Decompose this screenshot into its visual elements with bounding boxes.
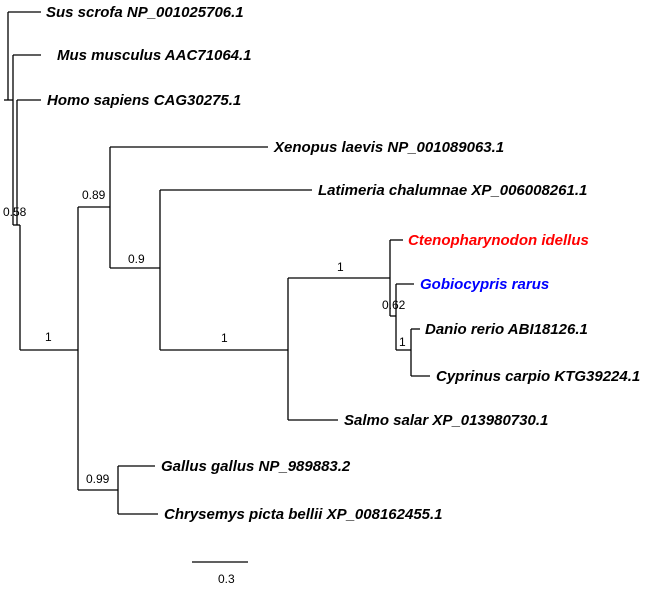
- support-root-clade: 0.58: [3, 205, 27, 219]
- support-amphibian-fish-clade: 0.89: [82, 188, 106, 202]
- tree-branches: [4, 11, 430, 515]
- taxon-label-ctenopharyngodon: Ctenopharynodon idellus: [408, 232, 589, 249]
- support-values: 0.58 1 0.89 0.9 1 1 0.62 1 0.99: [3, 188, 406, 486]
- support-coelacanth-fish-clade: 0.9: [128, 252, 145, 266]
- taxon-label-mus: Mus musculus AAC71064.1: [57, 47, 252, 64]
- taxon-label-cyprinus: Cyprinus carpio KTG39224.1: [436, 368, 640, 385]
- support-cyprinid-clade: 1: [337, 260, 344, 274]
- taxon-label-danio: Danio rerio ABI18126.1: [425, 321, 588, 338]
- scale-bar-label: 0.3: [218, 572, 235, 586]
- support-nonmammal-clade: 1: [45, 330, 52, 344]
- support-sauropsid-clade: 0.99: [86, 472, 110, 486]
- taxon-label-gallus: Gallus gallus NP_989883.2: [161, 458, 351, 475]
- taxon-labels: Sus scrofa NP_001025706.1 Mus musculus A…: [46, 4, 640, 523]
- taxon-label-homo: Homo sapiens CAG30275.1: [47, 92, 241, 109]
- taxon-label-xenopus: Xenopus laevis NP_001089063.1: [273, 139, 504, 156]
- taxon-label-gobiocypris: Gobiocypris rarus: [420, 276, 549, 293]
- taxon-label-salmo: Salmo salar XP_013980730.1: [344, 412, 548, 429]
- taxon-label-latimeria: Latimeria chalumnae XP_006008261.1: [318, 182, 587, 199]
- taxon-label-chrysemys: Chrysemys picta bellii XP_008162455.1: [164, 506, 443, 523]
- taxon-label-sus: Sus scrofa NP_001025706.1: [46, 4, 244, 21]
- support-gobiocypris-clade: 0.62: [382, 298, 406, 312]
- support-teleost-clade: 1: [221, 331, 228, 345]
- support-danio-cyprinus-clade: 1: [399, 335, 406, 349]
- scale-bar: 0.3: [192, 561, 248, 586]
